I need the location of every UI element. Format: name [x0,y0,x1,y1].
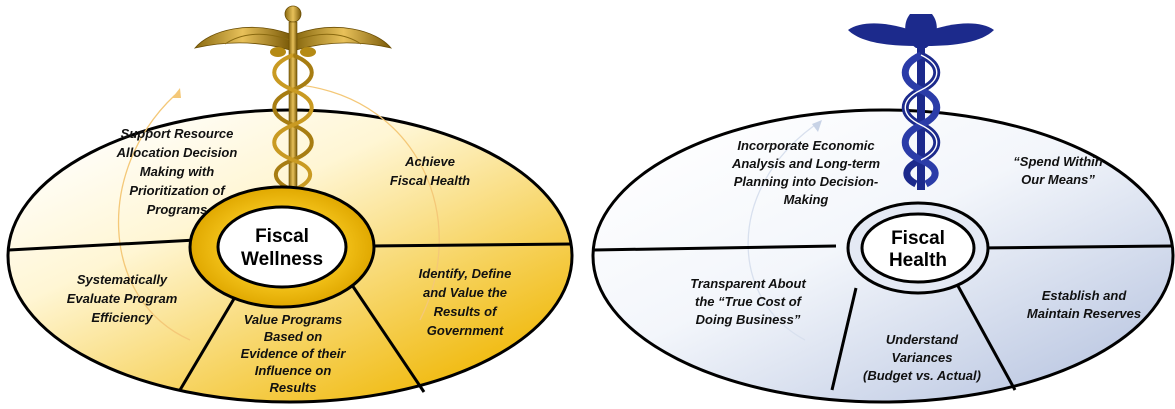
segment-incorporate-economic-analysis: Incorporate Economic Analysis and Long-t… [731,138,881,207]
segment-line: Our Means” [1021,172,1095,187]
divider-right [369,242,573,248]
arrow-head [812,120,822,132]
segment-establish-reserves: Establish and Maintain Reserves [1027,288,1141,321]
segment-line: Identify, Define [419,266,512,281]
caduceus-icon [193,5,393,195]
segment-line: Results [270,380,317,395]
segment-line: Maintain Reserves [1027,306,1141,321]
segment-line: Establish and [1042,288,1128,303]
cycle-arrow [747,124,816,341]
segment-line: Fiscal Health [390,173,470,188]
segment-support-resource: Support Resource Allocation Decision Mak… [116,126,238,217]
segment-achieve-fiscal-health: Achieve Fiscal Health [390,154,470,188]
center-hub [860,212,976,284]
divider-left [8,238,197,252]
segment-line: Incorporate Economic [737,138,875,153]
center-label-line1: Fiscal [255,226,309,247]
cycle-arrow [117,94,191,341]
segment-line: Support Resource [121,126,234,141]
segment-line: Planning into Decision- [734,174,878,189]
divider-right [975,244,1174,250]
divider-bottom-right [956,285,1017,391]
fiscal-health-diagram: Fiscal Health Incorporate Economic Analy… [590,0,1175,404]
segment-line: Efficiency [91,310,153,325]
divider-bottom-left [830,287,858,391]
segment-line: Prioritization of [129,183,226,198]
fiscal-wellness-diagram: Fiscal Wellness Support Resource Allocat… [0,0,590,404]
segment-line: (Budget vs. Actual) [863,368,981,383]
center-label-line2: Wellness [241,249,323,270]
segment-line: Making [784,192,829,207]
segment-line: Influence on [255,363,332,378]
segment-transparent-true-cost: Transparent About the “True Cost of Doin… [690,276,806,327]
segment-line: Value Programs [244,312,343,327]
segment-line: Evaluate Program [67,291,178,306]
divider-bottom-left [178,291,240,391]
divider-left [593,244,837,252]
segment-understand-variances: Understand Variances (Budget vs. Actual) [863,332,981,383]
segment-line: Based on [264,329,323,344]
segment-line: Transparent About [690,276,806,291]
segment-line: Allocation Decision [116,145,238,160]
center-label-line2: Health [889,250,947,271]
divider-bottom-right [350,284,426,393]
segment-line: Systematically [77,272,168,287]
center-label-line1: Fiscal [891,228,945,249]
segment-line: Government [427,323,504,338]
segment-line: the “True Cost of [695,294,803,309]
segment-value-programs: Value Programs Based on Evidence of thei… [241,312,347,395]
segment-line: “Spend Within [1013,154,1102,169]
segment-line: Understand [886,332,959,347]
fiscal-wellness-svg: Fiscal Wellness Support Resource Allocat… [6,5,574,404]
segment-identify-results: Identify, Define and Value the Results o… [419,266,512,338]
arrow-head [172,88,181,98]
segment-line: and Value the [423,285,507,300]
segment-evaluate-efficiency: Systematically Evaluate Program Efficien… [67,272,178,325]
segment-line: Making with [140,164,214,179]
segment-line: Doing Business” [696,312,801,327]
segment-line: Programs [147,202,208,217]
cycle-arc-right [299,84,440,321]
segment-line: Variances [892,350,953,365]
segment-line: Results of [434,304,499,319]
segment-line: Achieve [404,154,455,169]
center-hub [216,205,348,289]
caduceus-icon [848,14,994,190]
segment-line: Analysis and Long-term [731,156,881,171]
segment-spend-within-means: “Spend Within Our Means” [1013,154,1102,187]
fiscal-health-svg: Fiscal Health Incorporate Economic Analy… [591,14,1175,404]
segment-line: Evidence of their [241,346,347,361]
